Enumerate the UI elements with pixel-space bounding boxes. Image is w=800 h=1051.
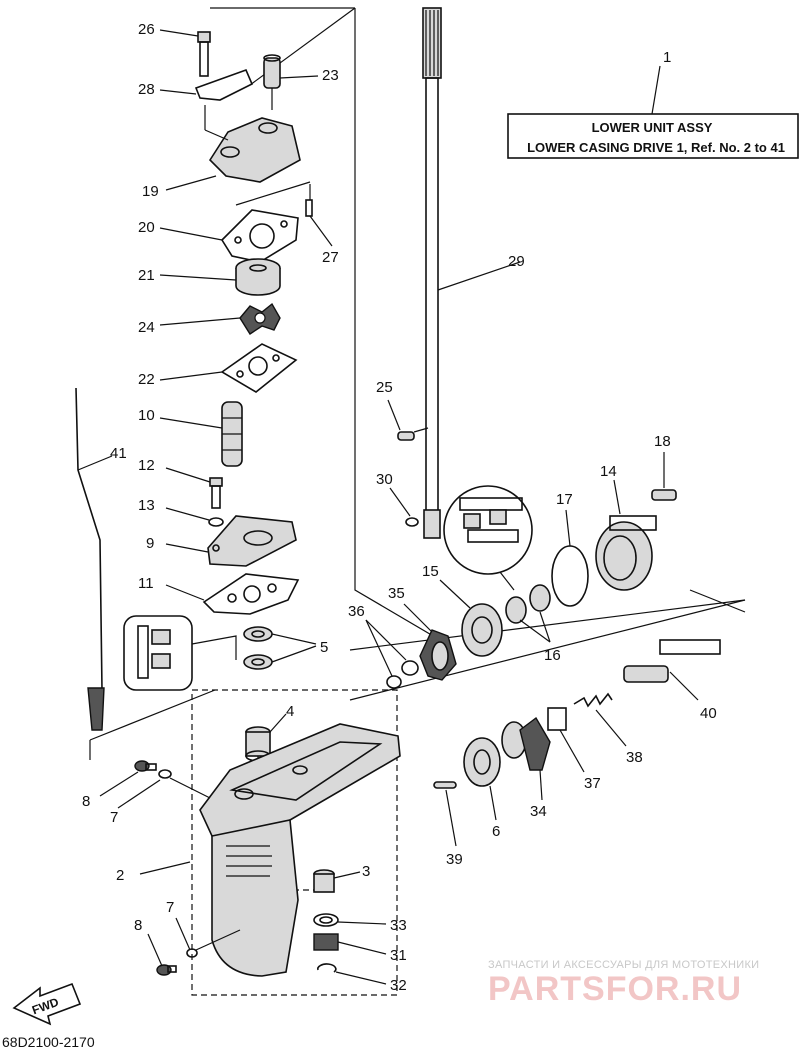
detail-inset-16 [443, 485, 533, 591]
callout-37[interactable]: 37 [584, 775, 601, 792]
watermark-brand: PARTSFOR.RU [488, 970, 742, 1008]
callout-10[interactable]: 10 [138, 407, 155, 424]
callout-34[interactable]: 34 [530, 803, 547, 820]
callout-21[interactable]: 21 [138, 267, 155, 284]
assembly-boundary-lines [89, 7, 746, 996]
callout-17[interactable]: 17 [556, 491, 573, 508]
shift-rod-41 [75, 387, 113, 731]
assy-title: LOWER UNIT ASSY [592, 120, 713, 135]
diagram-code: 68D2100-2170 [2, 1034, 95, 1050]
callout-5[interactable]: 5 [320, 639, 328, 656]
drain-plugs [99, 760, 241, 976]
callout-25[interactable]: 25 [376, 379, 393, 396]
callout-2[interactable]: 2 [116, 867, 124, 884]
outer-plate-22 [159, 343, 298, 393]
impeller-24 [159, 302, 281, 335]
bolt-12-washer-13 [165, 467, 224, 527]
callout-numbers: 26 28 23 19 20 27 21 24 22 10 41 12 13 9… [82, 21, 717, 994]
callout-8b[interactable]: 8 [134, 917, 142, 934]
water-tube-10 [159, 401, 243, 467]
callout-7a[interactable]: 7 [110, 809, 118, 826]
assy-subtitle: LOWER CASING DRIVE 1, Ref. No. 2 to 41 [527, 140, 785, 155]
reverse-gear-assembly [433, 639, 721, 847]
callout-18[interactable]: 18 [654, 433, 671, 450]
watermark-tagline: ЗАПЧАСТИ И АКСЕССУАРЫ ДЛЯ МОТОТЕХНИКИ [488, 959, 759, 971]
gasket-11 [165, 573, 300, 615]
callout-39[interactable]: 39 [446, 851, 463, 868]
small-pins [387, 399, 429, 527]
callout-30[interactable]: 30 [376, 471, 393, 488]
insert-cartridge-21 [159, 258, 281, 296]
pump-case-9 [165, 515, 297, 567]
callout-22[interactable]: 22 [138, 371, 155, 388]
callout-24[interactable]: 24 [138, 319, 155, 336]
callout-33[interactable]: 33 [390, 917, 407, 934]
bearing-detail-5 [123, 615, 317, 691]
callout-23[interactable]: 23 [322, 67, 339, 84]
callout-12[interactable]: 12 [138, 457, 155, 474]
assembly-reference-box: 1 LOWER UNIT ASSY LOWER CASING DRIVE 1, … [507, 49, 799, 159]
callout-6[interactable]: 6 [492, 823, 500, 840]
drive-shaft [422, 7, 521, 539]
fwd-label: FWD [30, 995, 61, 1018]
callout-11[interactable]: 11 [138, 575, 154, 592]
callout-31[interactable]: 31 [390, 947, 407, 964]
propeller-shaft-housing [439, 452, 677, 657]
callout-36[interactable]: 36 [348, 603, 365, 620]
callout-4[interactable]: 4 [286, 703, 294, 720]
gasket-20 [159, 209, 299, 263]
callout-16[interactable]: 16 [544, 647, 561, 664]
callout-7b[interactable]: 7 [166, 899, 174, 916]
fwd-arrow[interactable]: FWD [12, 982, 82, 1026]
lower-bearing-parts [313, 869, 387, 985]
callout-13[interactable]: 13 [138, 497, 155, 514]
lower-casing-2 [139, 723, 401, 977]
callout-9[interactable]: 9 [146, 535, 154, 552]
watermark: ЗАПЧАСТИ И АКСЕССУАРЫ ДЛЯ МОТОТЕХНИКИ PA… [488, 959, 759, 1008]
callout-14[interactable]: 14 [600, 463, 617, 480]
callout-20[interactable]: 20 [138, 219, 155, 236]
callout-28[interactable]: 28 [138, 81, 155, 98]
callout-1: 1 [663, 49, 671, 66]
callout-8a[interactable]: 8 [82, 793, 90, 810]
callout-38[interactable]: 38 [626, 749, 643, 766]
callout-32[interactable]: 32 [390, 977, 407, 994]
callout-3[interactable]: 3 [362, 863, 370, 880]
callout-26[interactable]: 26 [138, 21, 155, 38]
callout-40[interactable]: 40 [700, 705, 717, 722]
callout-27[interactable]: 27 [322, 249, 339, 266]
forward-gear-35 [365, 603, 457, 689]
callout-19[interactable]: 19 [142, 183, 159, 200]
water-pump-top [159, 29, 333, 247]
callout-41[interactable]: 41 [110, 445, 127, 462]
callout-15[interactable]: 15 [422, 563, 439, 580]
bushing-4 [245, 713, 287, 762]
callout-35[interactable]: 35 [388, 585, 405, 602]
callout-29[interactable]: 29 [508, 253, 525, 270]
